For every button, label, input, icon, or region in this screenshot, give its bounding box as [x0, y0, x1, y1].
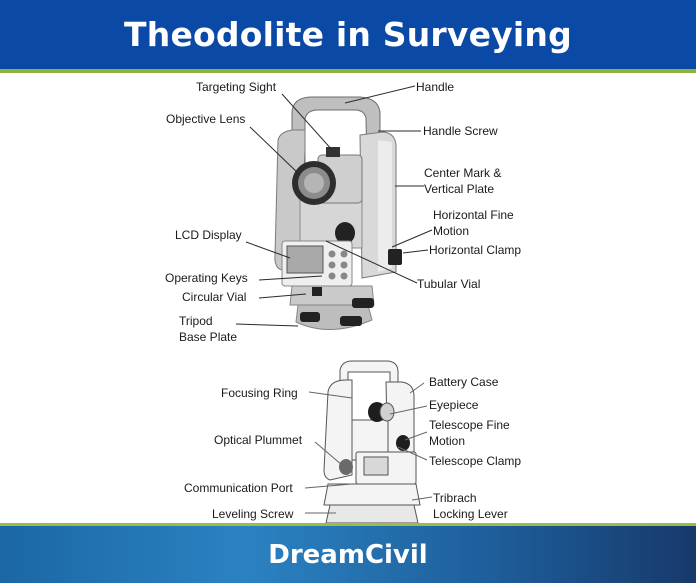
- theodolite-illustration: [235, 85, 433, 523]
- label-communication-port: Communication Port: [184, 481, 293, 495]
- label-tripod: Tripod: [179, 314, 213, 328]
- label-leveling-screw: Leveling Screw: [212, 507, 294, 521]
- theodolite-front-view: [274, 96, 402, 331]
- label-operating-keys: Operating Keys: [165, 271, 248, 285]
- label-handle-screw: Handle Screw: [423, 124, 498, 138]
- label-circular-vial: Circular Vial: [182, 290, 247, 304]
- brand-name: DreamCivil: [268, 539, 428, 570]
- label-targeting-sight: Targeting Sight: [196, 80, 277, 94]
- label-battery-case: Battery Case: [429, 375, 499, 389]
- label-horizontal-fine-motion: Motion: [433, 224, 470, 238]
- label-telescope-clamp: Telescope Clamp: [429, 454, 522, 468]
- label-optical-plummet: Optical Plummet: [214, 433, 303, 447]
- title-banner: Theodolite in Surveying: [0, 0, 696, 69]
- label-tribrach: Tribrach: [433, 491, 477, 505]
- label-focusing-ring: Focusing Ring: [221, 386, 298, 400]
- label-base-plate: Base Plate: [179, 330, 238, 344]
- label-tubular-vial: Tubular Vial: [417, 277, 481, 291]
- theodolite-rear-view: [323, 360, 421, 523]
- page-title: Theodolite in Surveying: [124, 15, 572, 54]
- label-eyepiece: Eyepiece: [429, 398, 479, 412]
- label-horizontal-fine: Horizontal Fine: [433, 208, 514, 222]
- label-telescope-fine: Telescope Fine: [429, 418, 510, 432]
- accent-divider-top: [0, 69, 696, 73]
- label-locking-lever: Locking Lever: [433, 507, 508, 521]
- accent-divider-bottom: [0, 523, 696, 526]
- label-horizontal-clamp: Horizontal Clamp: [429, 243, 522, 257]
- label-telescope-fine-motion: Motion: [429, 434, 466, 448]
- footer-banner: DreamCivil: [0, 526, 696, 583]
- label-objective-lens: Objective Lens: [166, 112, 246, 126]
- label-lcd-display: LCD Display: [175, 228, 242, 242]
- label-center-mark: Center Mark &: [424, 166, 502, 180]
- label-vertical-plate: Vertical Plate: [424, 182, 495, 196]
- label-handle: Handle: [416, 80, 455, 94]
